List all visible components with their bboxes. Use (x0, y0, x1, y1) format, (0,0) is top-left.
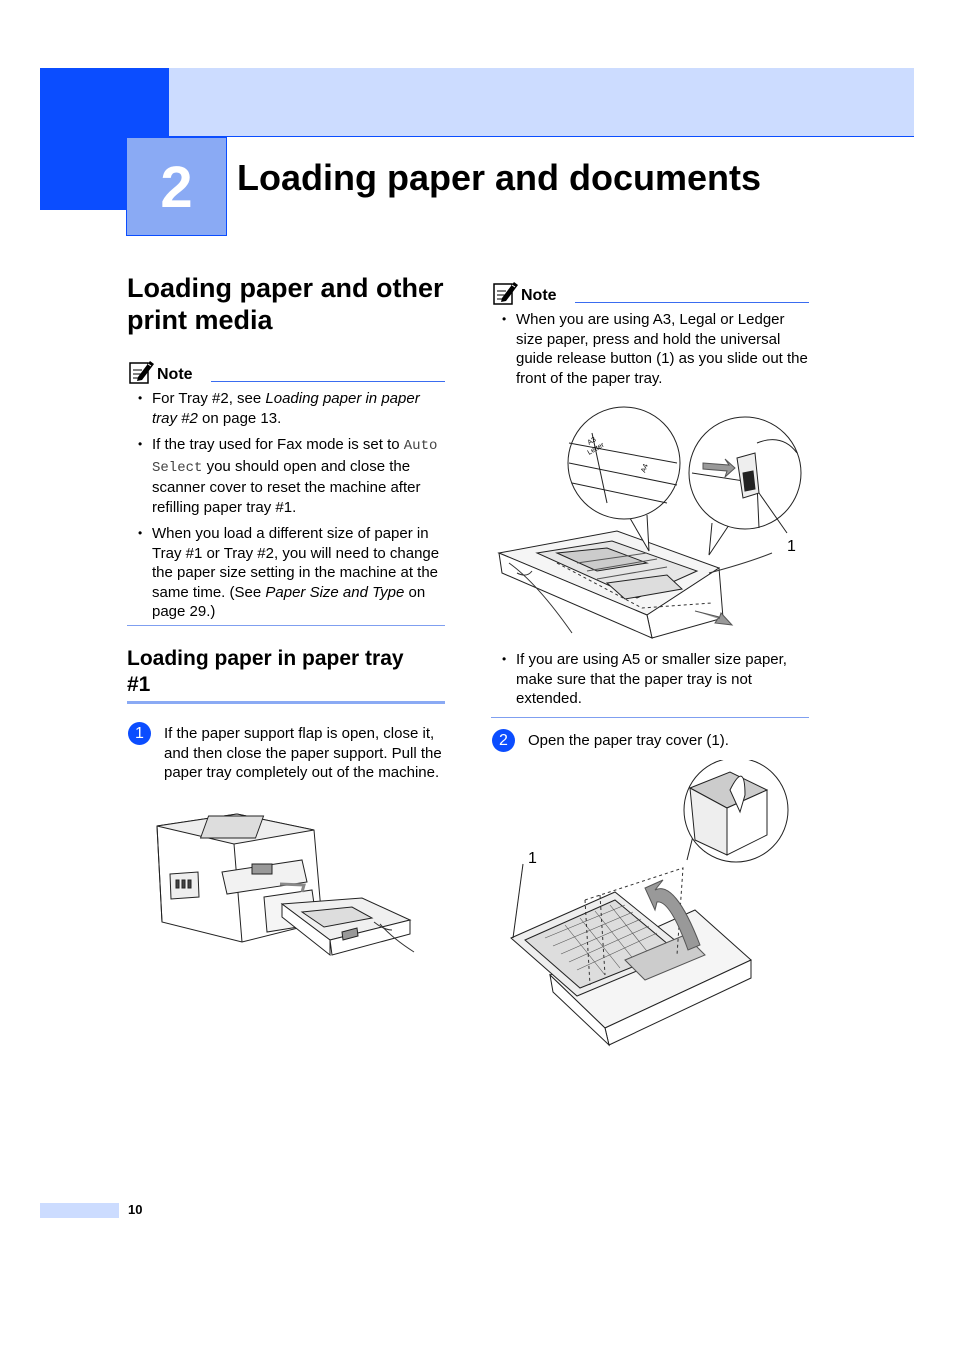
step-text: If the paper support flap is open, close… (164, 725, 442, 781)
tray-cover-illustration: 1 (510, 760, 789, 1047)
note-list: When you are using A3, Legal or Ledger s… (493, 310, 809, 388)
note-header: Note (493, 279, 809, 305)
page-number-bar (40, 1203, 119, 1218)
note-list: If you are using A5 or smaller size pape… (493, 650, 809, 709)
tray-size-label: A3 (587, 436, 598, 446)
list-item: When you load a different size of paper … (129, 524, 445, 622)
printer-tray-illustration (156, 813, 415, 957)
note-end-rule (491, 717, 809, 718)
chapter-header-band (169, 68, 914, 137)
note-label: Note (157, 366, 193, 383)
step-text: Open the paper tray cover (1). (528, 732, 729, 749)
note-header: Note (129, 358, 445, 384)
subsection-rule (127, 701, 445, 704)
note-rule (210, 381, 445, 382)
callout-number: 1 (528, 850, 537, 867)
chapter-title: Loading paper and documents (237, 157, 762, 198)
note-box-2-cont: If you are using A5 or smaller size pape… (493, 650, 809, 716)
step-2: 2 Open the paper tray cover (1). (492, 729, 810, 752)
list-item: For Tray #2, see Loading paper in paper … (129, 389, 445, 428)
tray-size-label: A4 (640, 463, 650, 474)
page-number: 10 (128, 1202, 143, 1217)
note-box-1: Note For Tray #2, see Loading paper in p… (129, 358, 445, 629)
step-1: 1 If the paper support flap is open, clo… (128, 722, 446, 783)
list-item: When you are using A3, Legal or Ledger s… (493, 310, 809, 388)
subsection-title: Loading paper in paper tray #1 (127, 647, 404, 696)
tray-extend-illustration: A3 Letter A4 1 (497, 406, 802, 639)
note-end-rule (127, 625, 445, 626)
note-label: Note (521, 287, 557, 304)
callout-number: 1 (787, 538, 796, 555)
note-list: For Tray #2, see Loading paper in paper … (129, 389, 445, 622)
note-pencil-icon (493, 282, 518, 305)
chapter-number: 2 (126, 137, 227, 236)
note-rule (574, 302, 809, 303)
step-number: 1 (128, 722, 151, 745)
list-item: If the tray used for Fax mode is set to … (129, 435, 445, 517)
section-title: Loading paper and other print media (127, 273, 444, 335)
list-item: If you are using A5 or smaller size pape… (493, 650, 809, 709)
note-box-2: Note When you are using A3, Legal or Led… (493, 279, 809, 395)
note-pencil-icon (129, 361, 154, 384)
step-number: 2 (492, 729, 515, 752)
